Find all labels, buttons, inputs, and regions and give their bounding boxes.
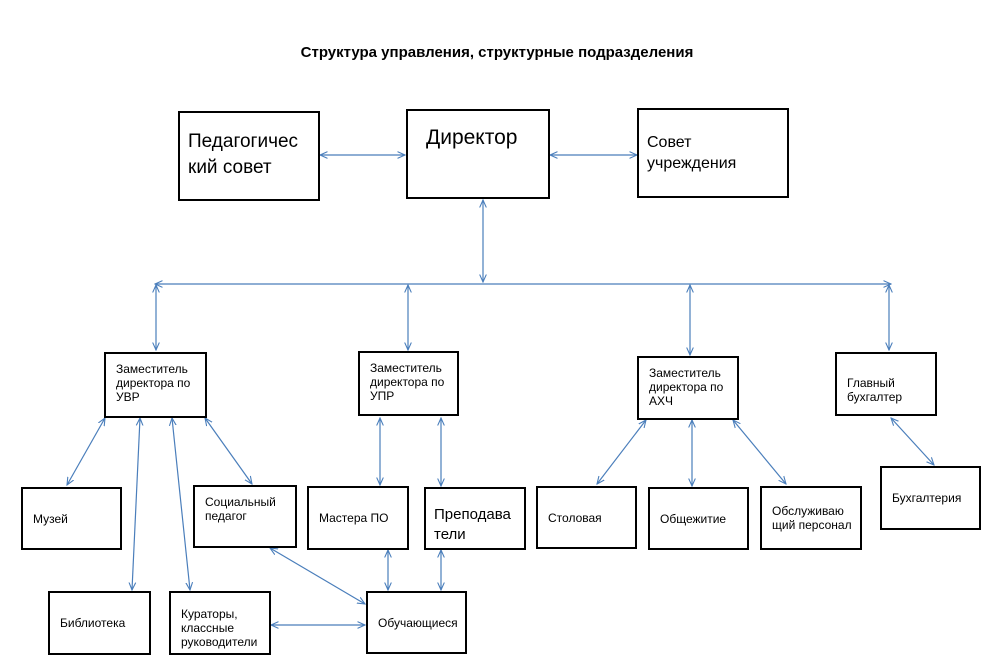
node-kuratory: Кураторы, классные руководители xyxy=(169,591,271,655)
link-glavbuh-buhgalteria xyxy=(891,418,934,465)
node-obuch-label: Обучающиеся xyxy=(378,615,458,630)
node-biblioteka-label: Библиотека xyxy=(60,616,126,630)
node-pedsovet: Педагогичес кий совет xyxy=(178,111,320,201)
node-prepodavateli: Преподава тели xyxy=(424,487,526,550)
node-sovet-label: Совет учреждения xyxy=(647,134,737,172)
node-muzey: Музей xyxy=(21,487,122,550)
node-director-label: Директор xyxy=(426,126,518,149)
node-prepodavateli-label: Преподава тели xyxy=(434,506,511,543)
node-obshezhitie: Общежитие xyxy=(648,487,749,550)
link-ahch-obsluzh xyxy=(733,420,786,484)
node-zam-uvr-label: Заместитель директора по УВР xyxy=(116,362,191,404)
diagram-title: Структура управления, структурные подраз… xyxy=(300,44,694,61)
link-uvr-socped xyxy=(205,418,252,484)
node-obuch: Обучающиеся xyxy=(366,591,467,654)
node-zam-ahch-label: Заместитель директора по АХЧ xyxy=(649,366,724,408)
node-obsluzh: Обслуживаю щий персонал xyxy=(760,486,862,550)
node-biblioteka: Библиотека xyxy=(48,591,151,655)
node-obshezhitie-label: Общежитие xyxy=(660,511,727,526)
node-director: Директор xyxy=(406,109,550,199)
node-sovet: Совет учреждения xyxy=(637,108,789,198)
node-glavbuh-label: Главный бухгалтер xyxy=(847,376,903,404)
node-muzey-label: Музей xyxy=(33,511,68,526)
node-zam-uvr: Заместитель директора по УВР xyxy=(104,352,207,418)
node-glavbuh: Главный бухгалтер xyxy=(835,352,937,416)
node-buhgalteria: Бухгалтерия xyxy=(880,466,981,530)
link-uvr-muzey xyxy=(67,418,105,485)
node-zam-ahch: Заместитель директора по АХЧ xyxy=(637,356,739,420)
link-socped-obuch xyxy=(270,548,365,604)
node-socped-label: Социальный педагог xyxy=(205,495,276,523)
node-buhgalteria-label: Бухгалтерия xyxy=(892,491,962,505)
node-mastera: Мастера ПО xyxy=(307,486,409,550)
node-pedsovet-label: Педагогичес кий совет xyxy=(188,131,299,178)
node-socped: Социальный педагог xyxy=(193,485,297,548)
node-zam-upr-label: Заместитель директора по УПР xyxy=(370,361,445,403)
node-zam-upr: Заместитель директора по УПР xyxy=(358,351,459,416)
link-uvr-kuratory xyxy=(172,418,190,590)
link-uvr-biblioteka xyxy=(132,418,140,590)
node-mastera-label: Мастера ПО xyxy=(319,511,389,525)
node-stolovaya: Столовая xyxy=(536,486,637,549)
node-kuratory-label: Кураторы, классные руководители xyxy=(181,607,258,649)
node-obsluzh-label: Обслуживаю щий персонал xyxy=(772,504,852,532)
link-ahch-stolovaya xyxy=(597,420,646,484)
node-stolovaya-label: Столовая xyxy=(548,510,602,525)
